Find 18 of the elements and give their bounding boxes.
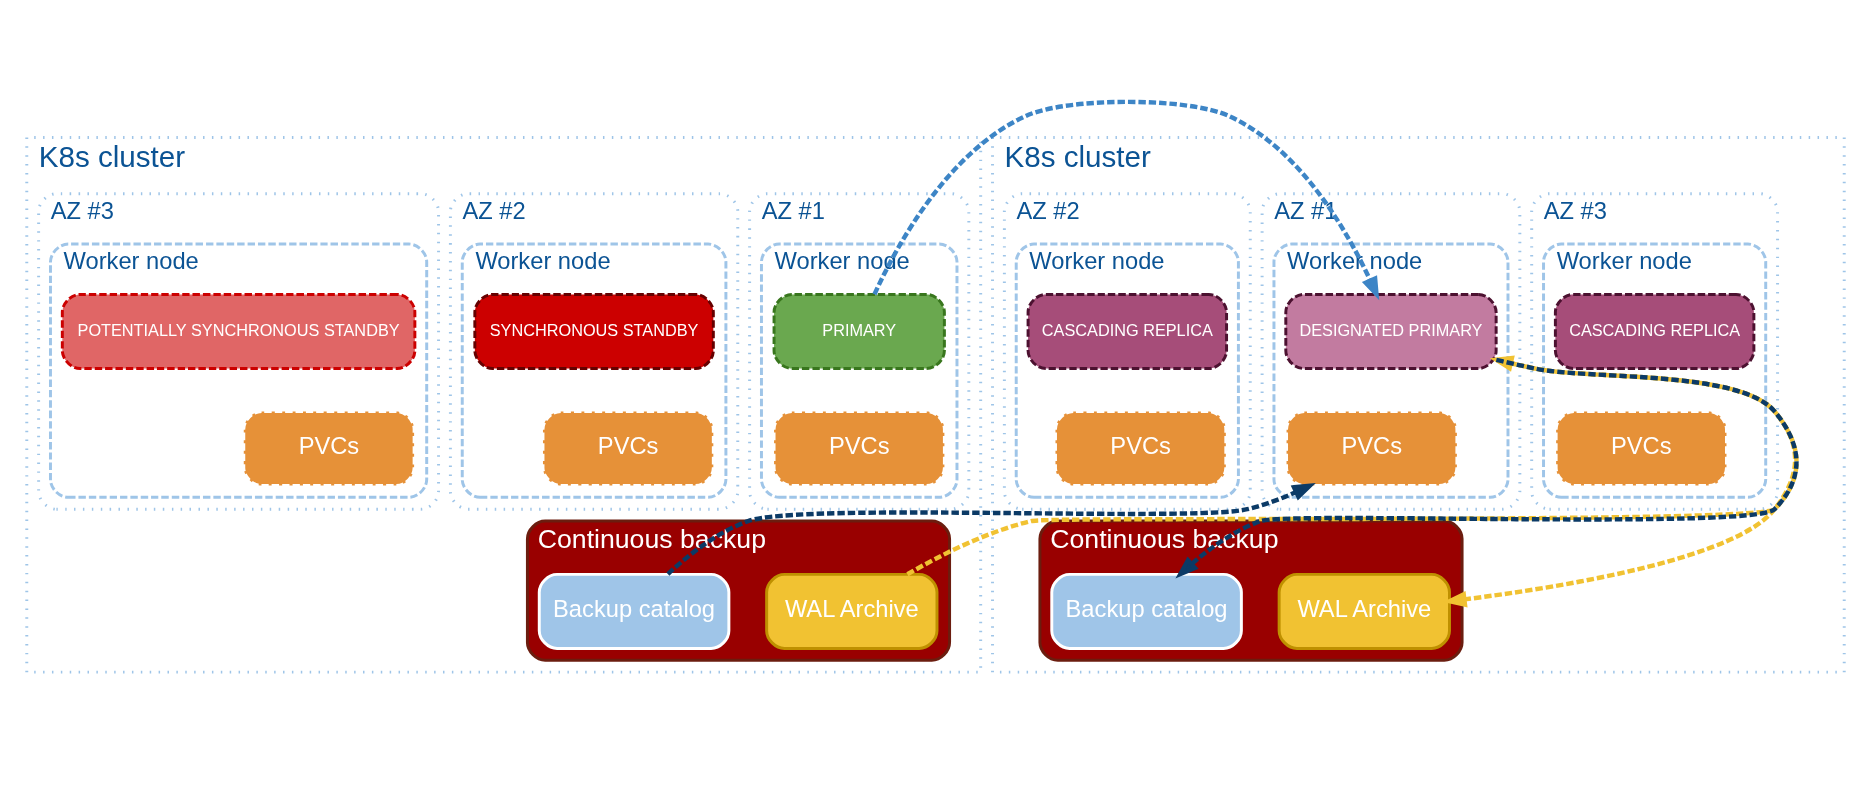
- node-box: PVCs: [241, 409, 416, 487]
- node-box: DESIGNATED PRIMARY: [1283, 292, 1498, 370]
- node-box: SYNCHRONOUS STANDBY: [472, 292, 715, 370]
- node-box: CASCADING REPLICA: [1026, 292, 1228, 370]
- node-box: Backup catalog: [537, 572, 730, 650]
- node-box: PVCs: [1284, 409, 1458, 487]
- node-box: PVCs: [541, 409, 715, 487]
- node-box: Backup catalog: [1049, 572, 1243, 650]
- node-box: PVCs: [1554, 409, 1728, 487]
- arrow: [872, 99, 1379, 301]
- node-box: PVCs: [772, 409, 946, 487]
- node-box: WAL Archive: [1277, 572, 1451, 650]
- node-box: WAL Archive: [764, 572, 938, 650]
- node-box: PVCs: [1053, 409, 1227, 487]
- node-box: PRIMARY: [772, 292, 946, 370]
- arrow: [665, 482, 1316, 576]
- node-box: POTENTIALLY SYNCHRONOUS STANDBY: [60, 292, 416, 370]
- node-box: CASCADING REPLICA: [1553, 292, 1755, 370]
